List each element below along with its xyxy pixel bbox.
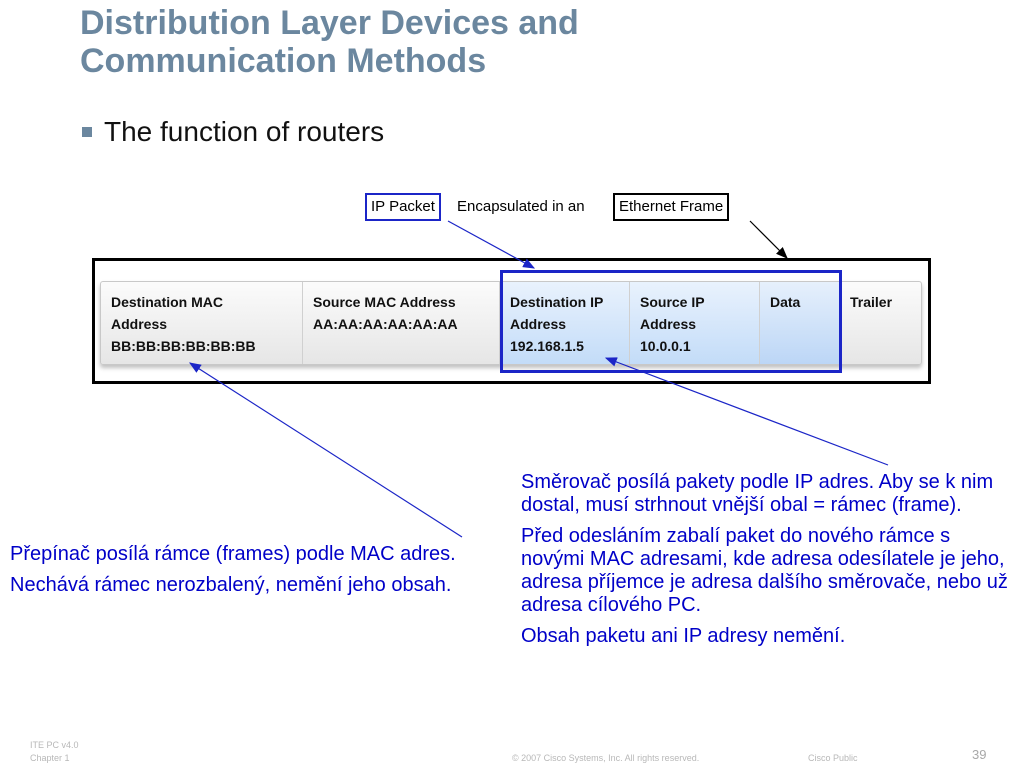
- switch-text-2: Nechává rámec nerozbalený, nemění jeho o…: [10, 574, 452, 596]
- slide-title: Distribution Layer Devices and Communica…: [80, 4, 579, 80]
- footer-copyright: © 2007 Cisco Systems, Inc. All rights re…: [512, 753, 700, 763]
- square-bullet-icon: [82, 127, 92, 137]
- footer-public-label: Cisco Public: [808, 753, 858, 763]
- router-text-2: Před odesláním zabalí paket do nového rá…: [521, 525, 1008, 616]
- ethernet-frame-diagram: Destination MAC Address BB:BB:BB:BB:BB:B…: [100, 281, 922, 365]
- router-explanation: Směrovač posílá pakety podle IP adres. A…: [521, 471, 1016, 656]
- switch-explanation: Přepínač posílá rámce (frames) podle MAC…: [10, 543, 505, 605]
- router-text-1: Směrovač posílá pakety podle IP adres. A…: [521, 471, 994, 516]
- arrow-ethernet-frame: [749, 220, 788, 259]
- switch-text-1: Přepínač posílá rámce (frames) podle MAC…: [10, 543, 456, 565]
- title-line: Distribution Layer Devices and Communica…: [80, 4, 579, 80]
- field-trailer: Trailer: [850, 294, 893, 310]
- ethernet-frame-callout: Ethernet Frame: [613, 193, 730, 221]
- page-number: 39: [972, 747, 987, 762]
- bullet-text: The function of routers: [104, 116, 385, 147]
- field-destination-mac: Destination MAC Address BB:BB:BB:BB:BB:B…: [101, 282, 303, 364]
- footer-course-name: ITE PC v4.0: [30, 740, 79, 750]
- footer-course: ITE PC v4.0 Chapter 1: [30, 739, 79, 765]
- arrow-ip-packet: [447, 220, 536, 269]
- arrow-to-ip: [604, 357, 889, 466]
- field-destination-ip: Destination IP Address 192.168.1.5: [500, 282, 630, 364]
- ip-packet-outline: [500, 270, 842, 373]
- field-data: Data: [760, 282, 840, 364]
- footer-chapter: Chapter 1: [30, 753, 70, 763]
- arrow-to-mac: [188, 362, 463, 538]
- router-text-3: Obsah paketu ani IP adresy nemění.: [521, 625, 846, 647]
- ethernet-frame-outline: [92, 258, 931, 384]
- field-source-ip: Source IP Address 10.0.0.1: [630, 282, 760, 364]
- encapsulated-callout: Encapsulated in an: [451, 193, 591, 221]
- bullet-item: The function of routers: [82, 116, 384, 148]
- ip-packet-callout: IP Packet: [365, 193, 441, 221]
- field-source-mac: Source MAC Address AA:AA:AA:AA:AA:AA: [303, 282, 500, 364]
